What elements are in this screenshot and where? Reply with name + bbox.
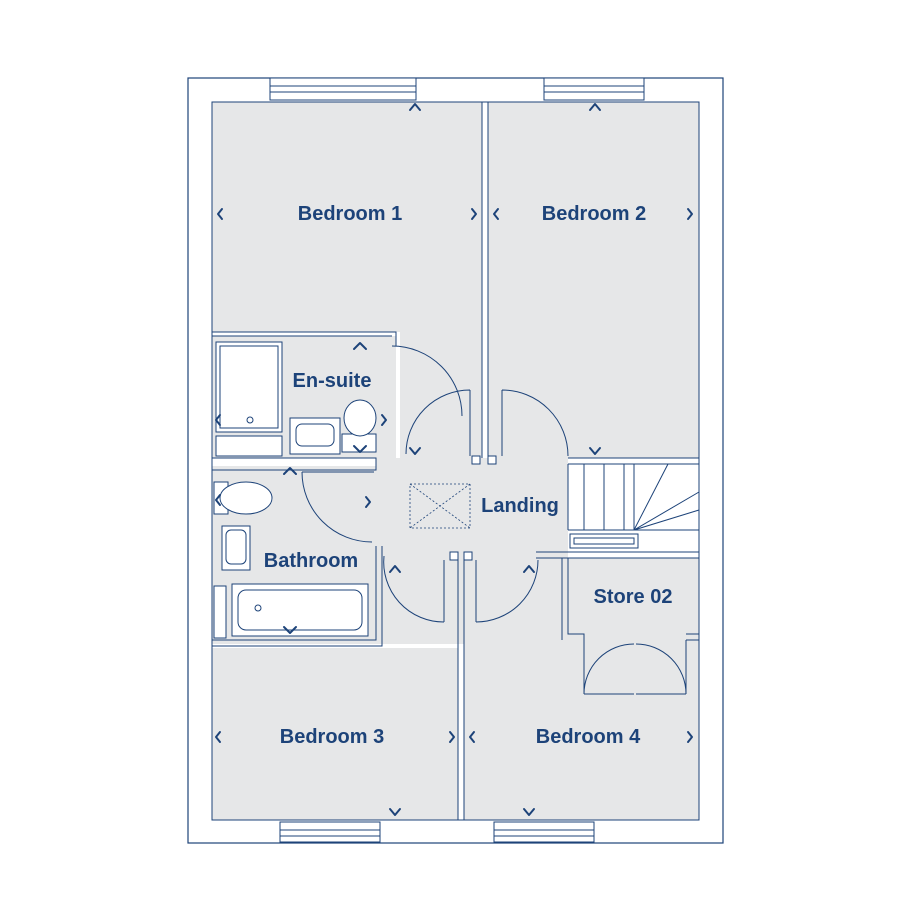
floor-bedroom-3 <box>212 648 458 820</box>
door-jamb-3 <box>449 551 459 561</box>
floor-bedroom-4-upper <box>464 558 568 644</box>
shower-tray <box>215 341 283 433</box>
door-store-right <box>635 643 687 695</box>
basin <box>295 423 335 447</box>
floor-bedroom-1-lower <box>400 332 482 458</box>
bath-basin <box>225 529 247 565</box>
door-bathroom <box>301 471 374 543</box>
arrow-b1-left <box>217 208 223 220</box>
arrow-ensuite-right <box>381 414 387 426</box>
bath-end-panel <box>213 585 227 639</box>
wall-store-side <box>561 558 585 640</box>
arrow-b1-right <box>471 208 477 220</box>
label-bedroom-1: Bedroom 1 <box>298 203 402 225</box>
window-bedroom-3 <box>279 821 381 843</box>
wall-store-right <box>686 633 699 641</box>
label-en-suite: En-suite <box>293 370 372 392</box>
window-bedroom-4 <box>493 821 595 843</box>
wall-bath-bottom <box>212 546 383 647</box>
door-jamb-1 <box>471 455 481 465</box>
door-bedroom-2 <box>501 389 569 457</box>
stair-handrail <box>569 533 639 549</box>
door-ensuite <box>391 345 463 417</box>
inner-walls <box>211 101 700 821</box>
arrow-b2-up <box>589 103 601 111</box>
arrow-b1-down <box>409 447 421 455</box>
loft-hatch <box>409 483 471 529</box>
toilet-cistern <box>341 433 377 453</box>
arrow-bath-down <box>283 626 297 634</box>
label-bedroom-4: Bedroom 4 <box>536 726 641 748</box>
wall-stairs <box>568 457 699 465</box>
door-bedroom-4 <box>475 559 539 623</box>
wall-ensuite-bath <box>212 457 377 471</box>
arrow-b2-left <box>493 208 499 220</box>
label-bathroom: Bathroom <box>264 550 358 572</box>
arrow-b4-down <box>523 808 535 816</box>
staircase <box>567 463 700 549</box>
ensuite-shelf <box>215 435 283 457</box>
arrow-b4-left <box>469 731 475 743</box>
label-landing: Landing <box>481 495 559 517</box>
arrow-ensuite-up <box>353 342 367 350</box>
floor-bedroom-4-side <box>568 640 699 700</box>
toilet-bowl <box>343 399 377 437</box>
dimension-arrows <box>215 103 693 816</box>
arrow-bath-up <box>283 467 297 475</box>
door-jamb-2 <box>487 455 497 465</box>
en-suite-fixtures <box>215 341 377 457</box>
wall-ensuite <box>212 331 397 346</box>
door-swings <box>301 345 687 695</box>
outer-wall <box>187 77 724 844</box>
arrow-ensuite-left <box>215 414 221 426</box>
door-jamb-4 <box>463 551 473 561</box>
floor-bedroom-2 <box>488 102 699 458</box>
wall-store-door <box>583 640 687 694</box>
bathtub <box>231 583 369 637</box>
bath-toilet-bowl <box>219 481 273 515</box>
room-labels: Bedroom 1 Bedroom 2 En-suite Landing Bat… <box>264 203 673 748</box>
arrow-b3-up <box>389 565 401 573</box>
arrow-b2-down <box>589 447 601 455</box>
wall-store <box>536 551 699 559</box>
vanity-unit <box>289 417 341 455</box>
inner-wall-line <box>211 101 700 821</box>
arrow-b3-right <box>449 731 455 743</box>
arrow-b3-left <box>215 731 221 743</box>
arrow-b4-right <box>687 731 693 743</box>
arrow-b4-up <box>523 565 535 573</box>
label-store-02: Store 02 <box>594 586 673 608</box>
arrow-b2-right <box>687 208 693 220</box>
label-bedroom-3: Bedroom 3 <box>280 726 384 748</box>
door-bedroom-3 <box>383 555 445 623</box>
floor-store-02 <box>568 558 699 640</box>
floor-bedroom-1 <box>212 102 482 332</box>
floor-landing <box>376 458 568 558</box>
bathroom-fixtures <box>213 481 369 639</box>
arrow-b3-down <box>389 808 401 816</box>
arrow-bath-left <box>215 494 221 506</box>
arrow-bath-right <box>365 496 371 508</box>
arrow-b1-up <box>409 103 421 111</box>
door-bedroom-1 <box>405 389 471 456</box>
window-bedroom-1 <box>269 77 417 101</box>
windows <box>269 77 645 843</box>
label-bedroom-2: Bedroom 2 <box>542 203 646 225</box>
window-bedroom-2 <box>543 77 645 101</box>
door-store-left <box>583 643 635 695</box>
arrow-ensuite-down <box>353 445 367 453</box>
